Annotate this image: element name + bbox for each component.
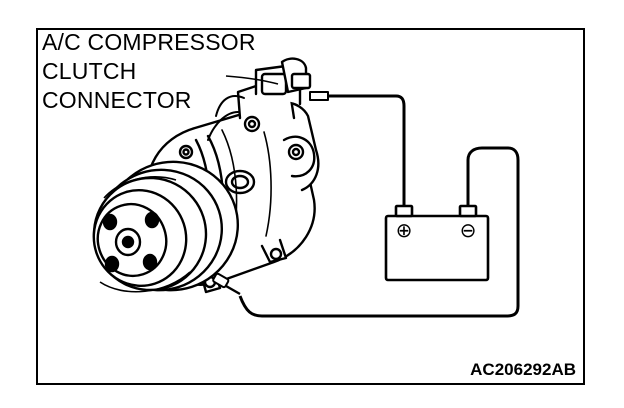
battery-icon bbox=[384, 204, 490, 282]
clutch-pulley bbox=[92, 160, 240, 293]
label-line-2: CLUTCH bbox=[42, 58, 137, 84]
ground-terminal bbox=[212, 272, 241, 296]
figure-id: AC206292AB bbox=[470, 360, 576, 379]
label-line-1: A/C COMPRESSOR bbox=[42, 29, 256, 55]
negative-lead bbox=[238, 146, 520, 318]
positive-lead bbox=[309, 91, 406, 206]
battery-positive-symbol: ⊕ bbox=[396, 218, 413, 242]
connector-label: A/C COMPRESSOR CLUTCH CONNECTOR bbox=[42, 28, 256, 115]
battery-negative-symbol: ⊖ bbox=[460, 218, 477, 242]
connector-leader-line bbox=[225, 75, 279, 85]
label-line-3: CONNECTOR bbox=[42, 87, 192, 113]
